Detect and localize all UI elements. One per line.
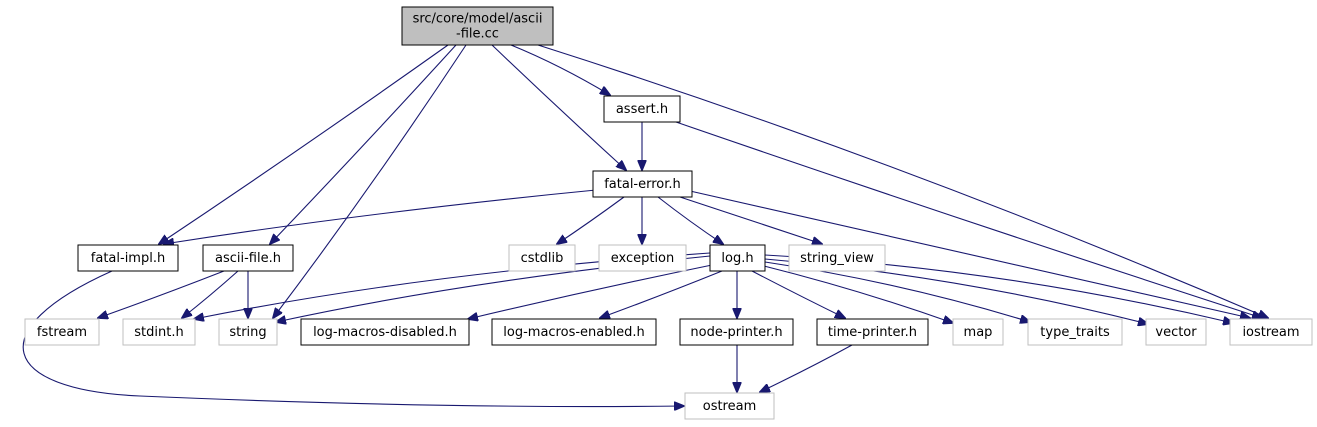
edge-ascii-file-cc-to-fatal-impl-h bbox=[159, 44, 449, 244]
node-box-exception bbox=[598, 244, 687, 272]
nodes-layer: src/core/model/ascii-file.cc assert.h fata… bbox=[24, 6, 1313, 420]
node-label-string-view: string_view bbox=[800, 251, 874, 266]
node-fstream: fstream bbox=[24, 318, 100, 346]
node-box-ascii-file-h bbox=[202, 244, 294, 272]
edge-ascii-file-cc-to-assert-h bbox=[510, 44, 610, 95]
node-time-printer-h[interactable]: time-printer.h bbox=[816, 318, 929, 346]
edge-assert-h-to-iostream bbox=[675, 121, 1262, 318]
node-box-string bbox=[218, 318, 278, 346]
node-label-vector: vector bbox=[1155, 325, 1197, 340]
node-box-ascii-file-cc bbox=[401, 6, 554, 46]
edge-fatal-error-h-to-log-h bbox=[657, 196, 723, 244]
node-map: map bbox=[952, 318, 1004, 346]
node-label-node-printer-h: node-printer.h bbox=[690, 325, 782, 340]
edge-log-h-to-map bbox=[763, 265, 953, 323]
node-ascii-file-cc[interactable]: src/core/model/ascii-file.cc bbox=[401, 6, 554, 46]
node-label-ostream: ostream bbox=[703, 399, 757, 414]
node-fatal-error-h[interactable]: fatal-error.h bbox=[592, 170, 693, 198]
edge-ascii-file-h-to-stdint-h bbox=[182, 270, 239, 318]
node-label-fatal-error-h: fatal-error.h bbox=[604, 177, 681, 192]
node-log-macros-disabled-h[interactable]: log-macros-disabled.h bbox=[300, 318, 470, 346]
node-box-node-printer-h bbox=[679, 318, 794, 346]
node-box-ostream bbox=[684, 392, 775, 420]
node-label-fatal-impl-h: fatal-impl.h bbox=[91, 251, 165, 266]
edge-ascii-file-cc-to-iostream bbox=[537, 44, 1268, 318]
node-node-printer-h[interactable]: node-printer.h bbox=[679, 318, 794, 346]
node-box-fatal-error-h bbox=[592, 170, 693, 198]
node-box-assert-h bbox=[603, 95, 681, 123]
node-label-ascii-file-cc: src/core/model/ascii bbox=[413, 12, 543, 27]
edge-fatal-error-h-to-iostream bbox=[689, 190, 1250, 318]
node-box-cstdlib bbox=[508, 244, 576, 272]
edge-fatal-error-h-to-cstdlib bbox=[557, 196, 625, 244]
node-box-fstream bbox=[24, 318, 100, 346]
node-label-string: string bbox=[229, 325, 266, 340]
node-label-log-macros-disabled-h: log-macros-disabled.h bbox=[313, 325, 457, 340]
node-ascii-file-h[interactable]: ascii-file.h bbox=[202, 244, 294, 272]
node-vector: vector bbox=[1145, 318, 1207, 346]
node-box-stdint-h bbox=[122, 318, 196, 346]
edge-time-printer-h-to-ostream bbox=[760, 344, 853, 392]
node-label-ascii-file-cc: -file.cc bbox=[456, 27, 499, 42]
node-box-map bbox=[952, 318, 1004, 346]
node-cstdlib: cstdlib bbox=[508, 244, 576, 272]
node-box-type-traits bbox=[1027, 318, 1123, 346]
edge-ascii-file-cc-to-string bbox=[273, 44, 467, 318]
node-iostream: iostream bbox=[1229, 318, 1313, 346]
node-exception: exception bbox=[598, 244, 687, 272]
edge-fatal-error-h-to-string-view bbox=[679, 196, 822, 244]
node-box-time-printer-h bbox=[816, 318, 929, 346]
node-ostream: ostream bbox=[684, 392, 775, 420]
node-label-type-traits: type_traits bbox=[1040, 325, 1110, 340]
node-label-iostream: iostream bbox=[1242, 325, 1299, 340]
node-label-cstdlib: cstdlib bbox=[521, 251, 564, 266]
edge-ascii-file-cc-to-fatal-error-h bbox=[491, 44, 626, 170]
node-box-iostream bbox=[1229, 318, 1313, 346]
node-box-string-view bbox=[788, 244, 886, 272]
node-label-ascii-file-h: ascii-file.h bbox=[215, 251, 281, 266]
edge-ascii-file-cc-to-ascii-file-h bbox=[270, 44, 457, 244]
node-box-log-macros-enabled-h bbox=[491, 318, 657, 346]
edge-log-h-to-time-printer-h bbox=[751, 270, 845, 318]
node-label-assert-h: assert.h bbox=[616, 102, 668, 117]
edge-log-h-to-log-macros-enabled-h bbox=[600, 270, 723, 318]
edge-ascii-file-h-to-fstream bbox=[98, 270, 225, 318]
node-type-traits: type_traits bbox=[1027, 318, 1123, 346]
node-log-macros-enabled-h[interactable]: log-macros-enabled.h bbox=[491, 318, 657, 346]
node-label-fstream: fstream bbox=[37, 325, 87, 340]
node-label-log-macros-enabled-h: log-macros-enabled.h bbox=[503, 325, 644, 340]
node-assert-h[interactable]: assert.h bbox=[603, 95, 681, 123]
node-box-log-h bbox=[709, 244, 766, 272]
node-string-view: string_view bbox=[788, 244, 886, 272]
node-log-h[interactable]: log.h bbox=[709, 244, 766, 272]
node-box-vector bbox=[1145, 318, 1207, 346]
node-box-log-macros-disabled-h bbox=[300, 318, 470, 346]
node-label-stdint-h: stdint.h bbox=[134, 325, 183, 340]
edge-fatal-error-h-to-fatal-impl-h bbox=[164, 189, 597, 244]
node-box-fatal-impl-h bbox=[77, 244, 179, 272]
node-label-log-h: log.h bbox=[721, 251, 753, 266]
node-stdint-h: stdint.h bbox=[122, 318, 196, 346]
node-label-time-printer-h: time-printer.h bbox=[828, 325, 917, 340]
node-string: string bbox=[218, 318, 278, 346]
edge-log-h-to-log-macros-disabled-h bbox=[468, 264, 713, 319]
node-label-map: map bbox=[964, 325, 993, 340]
node-label-exception: exception bbox=[611, 251, 675, 266]
node-fatal-impl-h[interactable]: fatal-impl.h bbox=[77, 244, 179, 272]
